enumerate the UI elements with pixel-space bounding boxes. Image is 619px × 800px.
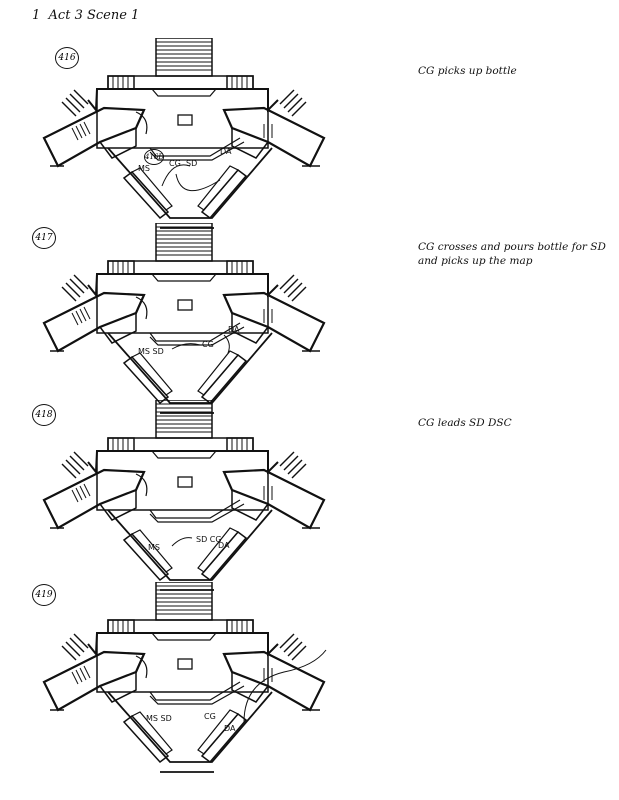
shot-number: 417 bbox=[32, 227, 56, 249]
page-title: 1 Act 3 Scene 1 bbox=[32, 8, 139, 23]
blocking-panel-419: 419 MS SD CG DA bbox=[32, 582, 330, 774]
actor-cg: CG bbox=[204, 712, 216, 721]
blocking-panel-416: 416 416D MS CG SD DA bbox=[40, 38, 330, 230]
panel-note-418: CG leads SD DSC bbox=[418, 417, 512, 429]
sub-shot-number: 416D bbox=[144, 149, 164, 165]
actor-cg: CG bbox=[202, 340, 214, 349]
scene-title: Act 3 Scene 1 bbox=[48, 8, 140, 23]
actor-ms: MS bbox=[138, 164, 150, 173]
panel-note-417: CG crosses and pours bottle for SD and p… bbox=[418, 241, 606, 267]
actor-da: DA bbox=[228, 325, 240, 334]
blocking-panel-417: 417 MS SD CG DA bbox=[32, 223, 330, 415]
actor-cg: CG bbox=[169, 159, 181, 168]
movement-path bbox=[243, 649, 327, 723]
actor-da: DA bbox=[220, 147, 232, 156]
stage-diagram bbox=[42, 38, 326, 230]
blocking-panel-418: 418 MS SD CG DA bbox=[32, 400, 330, 592]
actor-ms-sd: MS SD bbox=[146, 714, 172, 723]
shot-number: 416 bbox=[55, 47, 79, 69]
movement-arrow bbox=[223, 334, 230, 354]
panel-note-416: CG picks up bottle bbox=[418, 65, 517, 77]
stage-diagram bbox=[42, 582, 327, 774]
shot-number: 418 bbox=[32, 404, 56, 426]
actor-sd: SD bbox=[186, 159, 198, 168]
actor-da: DA bbox=[224, 724, 236, 733]
page-mark: 1 bbox=[32, 8, 41, 23]
actor-ms: MS bbox=[148, 543, 160, 552]
actor-da: DA bbox=[218, 541, 230, 550]
movement-arrow bbox=[171, 343, 201, 350]
movement-arrow bbox=[175, 173, 221, 192]
stage-diagram bbox=[42, 223, 326, 415]
movement-arrow bbox=[161, 164, 191, 187]
actor-sd-cg: SD CG bbox=[196, 535, 222, 544]
shot-number: 419 bbox=[32, 584, 56, 606]
movement-arrow bbox=[171, 537, 193, 547]
stage-diagram bbox=[42, 400, 326, 592]
actor-ms-sd: MS SD bbox=[138, 347, 164, 356]
